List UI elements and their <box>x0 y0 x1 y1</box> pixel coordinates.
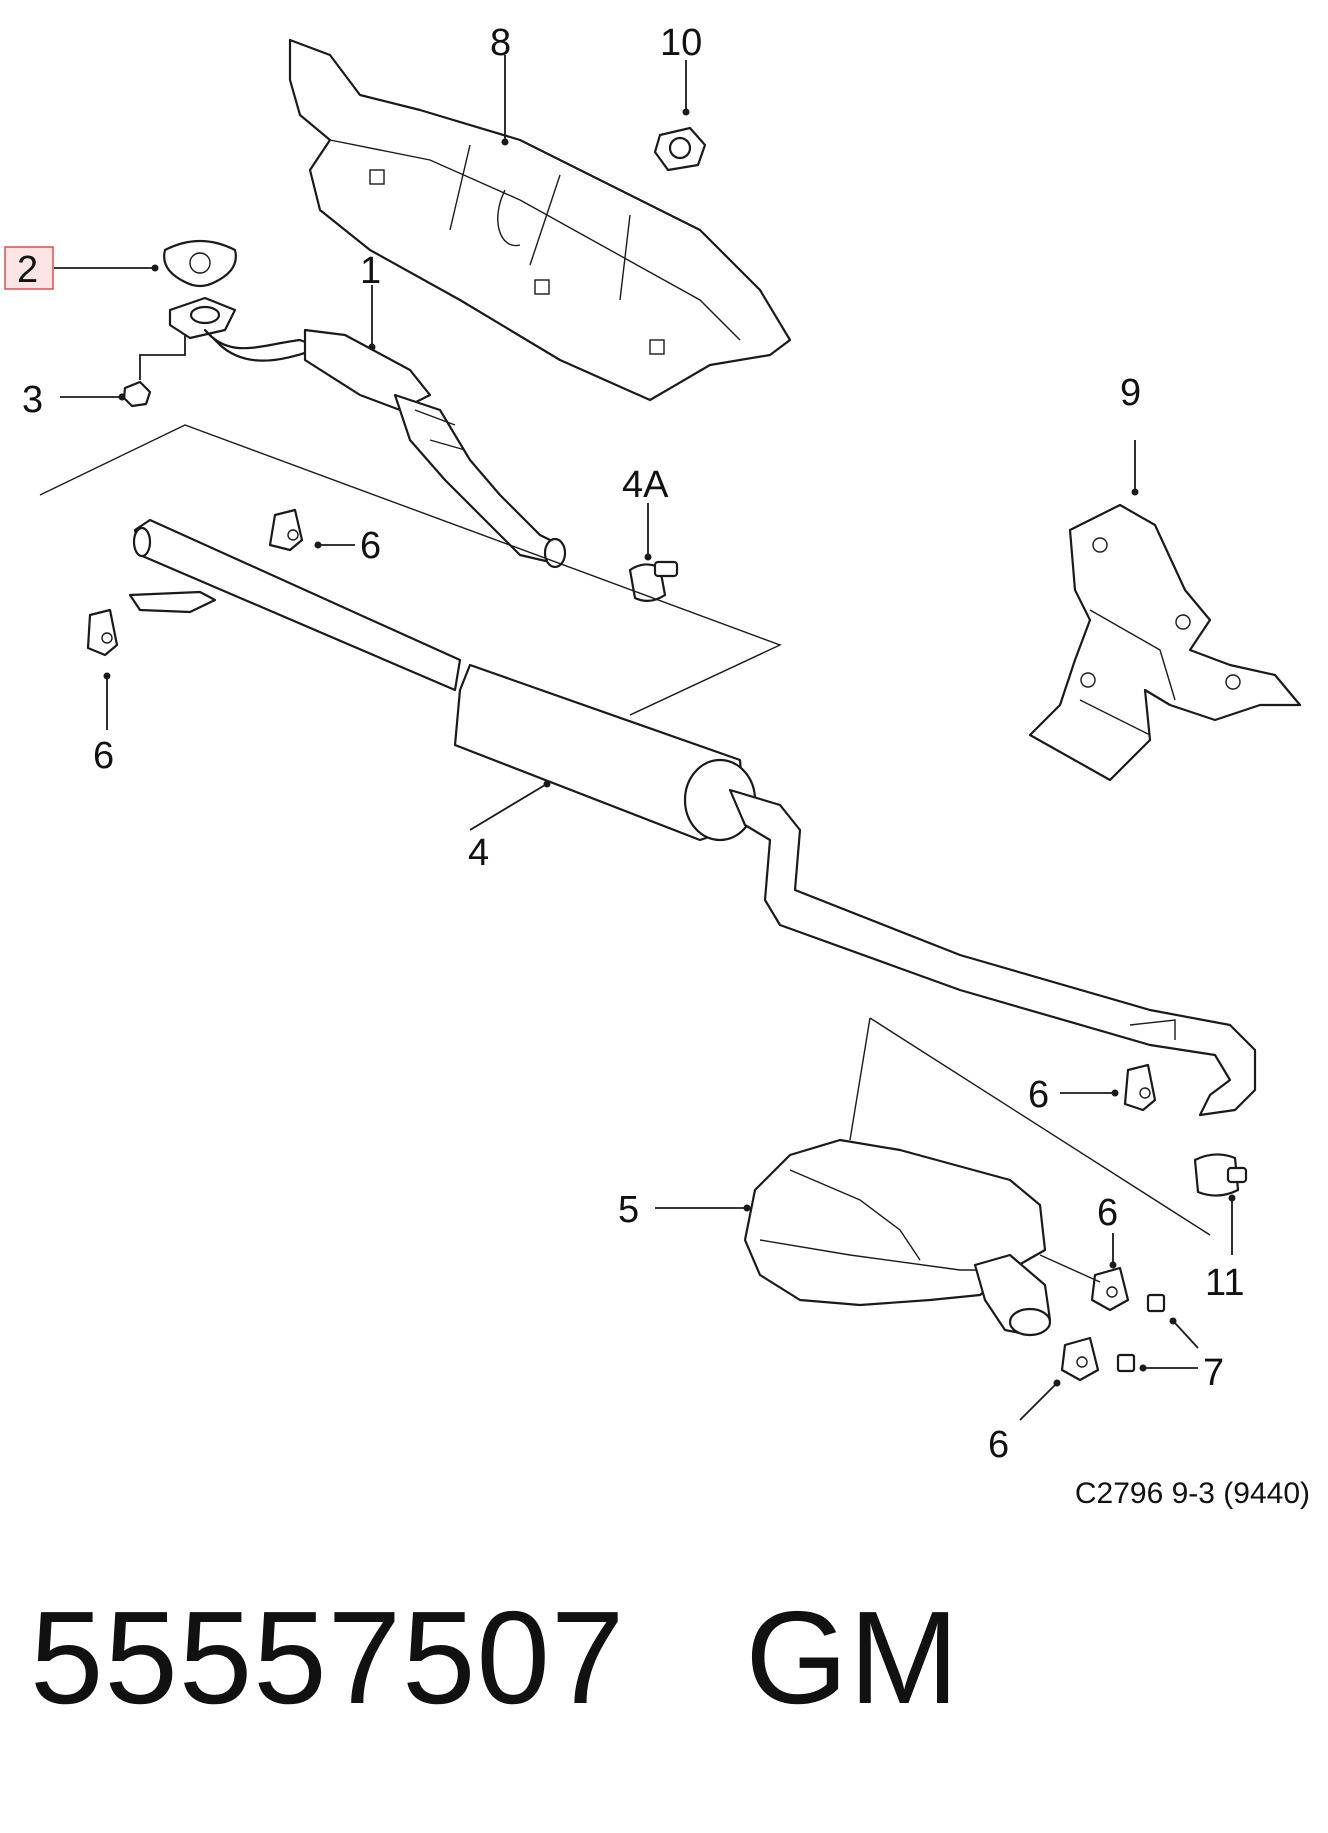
callout-4a[interactable]: 4A <box>622 464 669 506</box>
callout-6-top[interactable]: 6 <box>360 525 381 567</box>
callout-9[interactable]: 9 <box>1120 372 1141 414</box>
brand: GM <box>745 1584 960 1731</box>
nut-3 <box>122 380 152 408</box>
heat-shield-9 <box>1028 503 1302 782</box>
callout-10[interactable]: 10 <box>660 22 702 64</box>
callout-2-highlight <box>4 246 54 290</box>
rear-silencer-5 <box>743 1138 1101 1337</box>
hanger-6-right <box>1123 1063 1157 1112</box>
callout-6-rear-lower[interactable]: 6 <box>988 1424 1009 1466</box>
leader-lines <box>54 55 1236 1421</box>
front-pipe-1 <box>168 296 567 569</box>
heat-shield-8 <box>288 38 792 402</box>
hanger-6-rear-upper <box>1090 1266 1130 1312</box>
callout-2[interactable]: 2 <box>17 249 38 291</box>
callout-6-right[interactable]: 6 <box>1028 1074 1049 1116</box>
callout-1[interactable]: 1 <box>360 250 381 292</box>
exhaust-system-diagram: 8 10 2 1 3 4A 6 6 9 4 6 5 6 11 7 6 C2796… <box>4 22 1310 1510</box>
part-number: 55557507 <box>30 1584 626 1731</box>
callout-8[interactable]: 8 <box>490 22 511 64</box>
rear-assembly-outline <box>849 1017 1211 1236</box>
callout-3[interactable]: 3 <box>22 379 43 421</box>
callout-11[interactable]: 11 <box>1205 1262 1244 1304</box>
assembly-plane-outline <box>39 424 782 716</box>
clamp-4a <box>628 560 679 602</box>
hanger-6-left <box>86 608 119 657</box>
callout-6-rear-upper[interactable]: 6 <box>1097 1192 1118 1234</box>
hanger-6-rear-lower <box>1060 1336 1100 1382</box>
callout-6-left[interactable]: 6 <box>93 735 114 777</box>
callout-5[interactable]: 5 <box>618 1189 639 1231</box>
clip-7-lower <box>1116 1353 1136 1373</box>
callout-4[interactable]: 4 <box>468 832 489 874</box>
callout-7[interactable]: 7 <box>1203 1352 1224 1394</box>
middle-pipe-4 <box>128 518 1257 1117</box>
diagram-reference: C2796 9-3 (9440) <box>1075 1477 1310 1510</box>
flange-nut-10 <box>653 126 707 172</box>
hanger-6-top <box>268 508 304 552</box>
clip-7-upper <box>1146 1293 1166 1313</box>
clamp-11 <box>1193 1153 1248 1197</box>
gasket-2 <box>163 240 237 288</box>
